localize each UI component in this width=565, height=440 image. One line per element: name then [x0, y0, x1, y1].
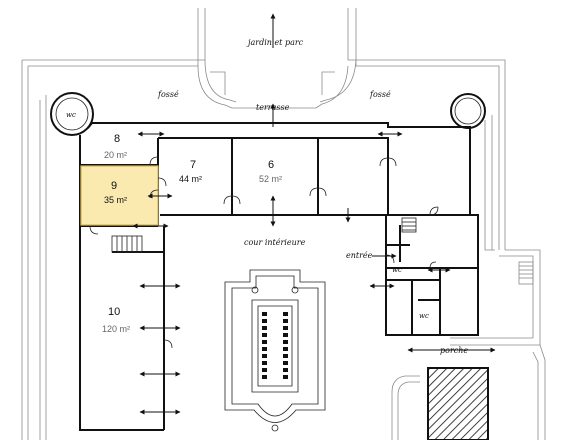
room-7[interactable]: 7 44 m² [179, 159, 202, 184]
pier-mark [283, 312, 288, 316]
label-fosse-right: fossé [369, 90, 391, 99]
pier-mark [262, 361, 267, 365]
room-area: 44 m² [179, 174, 202, 184]
label-wc-small-2: wc [419, 312, 429, 320]
room-8[interactable]: 8 20 m² [104, 133, 127, 160]
pier-mark [262, 340, 267, 344]
label-jardin: jardin et parc [246, 38, 304, 47]
room-number: 7 [190, 159, 196, 171]
pier-mark [283, 333, 288, 337]
pier-mark [262, 347, 267, 351]
building-walls [79, 122, 479, 431]
label-cour: cour intérieure [244, 238, 306, 247]
label-fosse-left: fossé [157, 90, 179, 99]
room-area: 120 m² [102, 324, 130, 334]
label-porche: porche [440, 346, 468, 355]
courtyard-pavilion [224, 269, 326, 432]
inner-stair [111, 235, 143, 253]
pier-mark [283, 354, 288, 358]
tower-left [50, 92, 94, 136]
room-number: 6 [268, 159, 274, 171]
pier-mark [283, 340, 288, 344]
room-6[interactable]: 6 52 m² [259, 159, 282, 184]
pier-mark [262, 312, 267, 316]
room-number: 10 [108, 306, 120, 318]
room-number: 8 [114, 133, 120, 145]
pier-mark [262, 354, 267, 358]
pier-mark [283, 368, 288, 372]
pier-mark [262, 368, 267, 372]
porche-block [427, 367, 489, 440]
exterior-stairs [518, 261, 534, 285]
room-area: 20 m² [104, 150, 127, 160]
room-area: 52 m² [259, 174, 282, 184]
pier-mark [283, 326, 288, 330]
room-number: 9 [111, 180, 117, 192]
pier-mark [283, 361, 288, 365]
labels: jardin et parc fossé fossé terrasse cour… [66, 38, 468, 355]
grounds-outline [21, 8, 546, 440]
pier-mark [283, 319, 288, 323]
pier-mark [262, 326, 267, 330]
label-wc-small-1: wc [392, 266, 402, 274]
label-terrasse: terrasse [256, 103, 290, 112]
circulation-arrows [132, 13, 496, 415]
pier-mark [262, 375, 267, 379]
east-stair [401, 217, 417, 233]
pier-mark [283, 375, 288, 379]
room-9[interactable]: 9 35 m² [104, 180, 127, 205]
room-10[interactable]: 10 120 m² [102, 306, 130, 334]
tower-right [450, 93, 486, 129]
pier-mark [262, 333, 267, 337]
pier-mark [283, 347, 288, 351]
label-wc-tower: wc [66, 111, 76, 119]
label-entree: entrée [346, 251, 373, 260]
doors [89, 156, 439, 349]
room-area: 35 m² [104, 195, 127, 205]
pier-mark [262, 319, 267, 323]
